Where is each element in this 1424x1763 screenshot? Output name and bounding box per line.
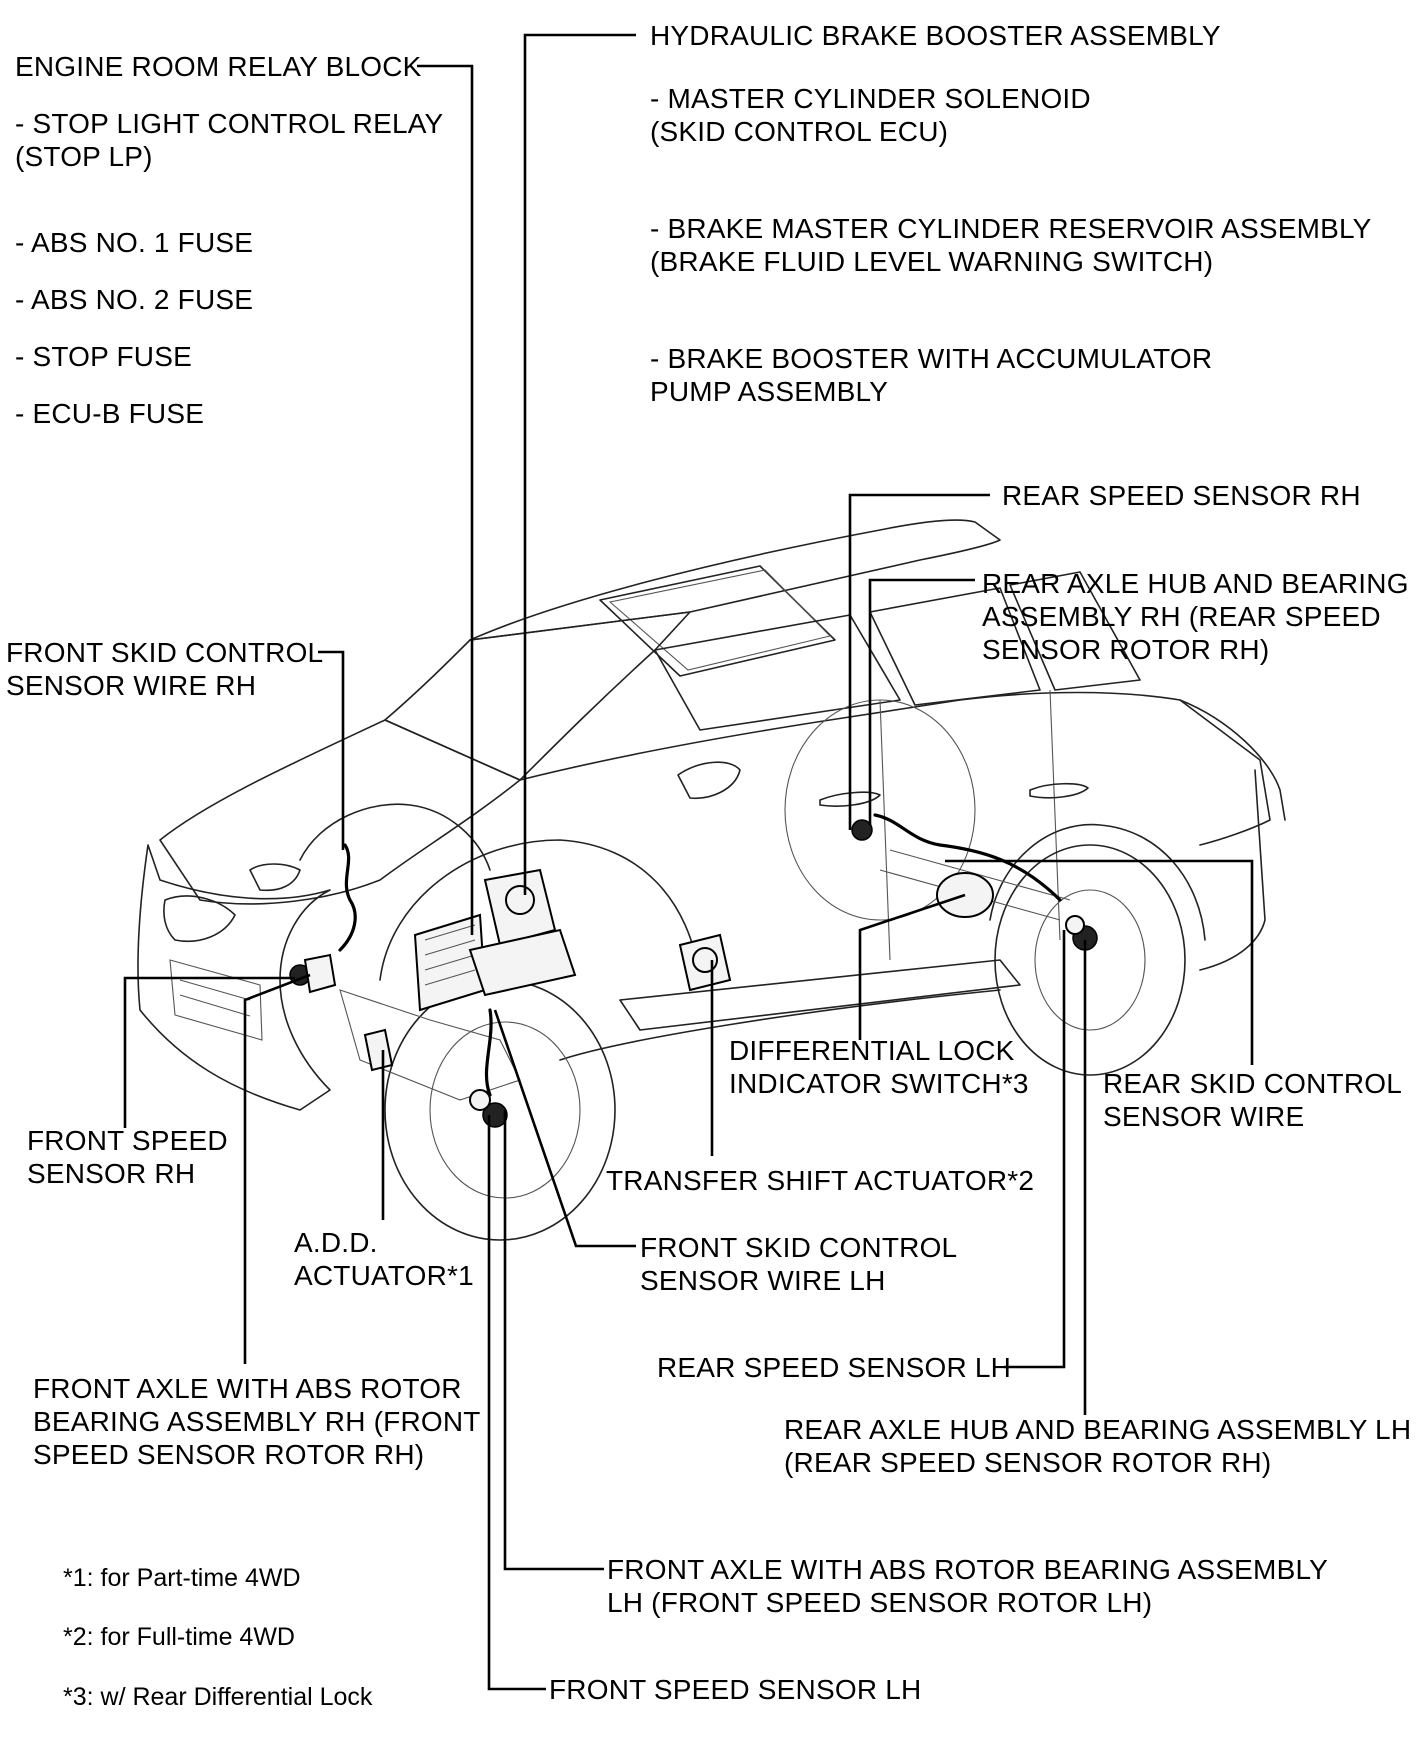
label-front-skid-wire-rh: FRONT SKID CONTROL SENSOR WIRE RH xyxy=(6,637,324,701)
label-front-axle-lh: FRONT AXLE WITH ABS ROTOR BEARING ASSEMB… xyxy=(607,1554,1329,1618)
label-master-cylinder-solenoid: - MASTER CYLINDER SOLENOID (SKID CONTROL… xyxy=(650,83,1091,147)
label-rear-axle-hub-rh: REAR AXLE HUB AND BEARING ASSEMBLY RH (R… xyxy=(982,568,1409,665)
label-rear-speed-sensor-rh: REAR SPEED SENSOR RH xyxy=(1002,480,1361,511)
footnote-2: *2: for Full-time 4WD xyxy=(63,1623,295,1651)
footnote-3: *3: w/ Rear Differential Lock xyxy=(63,1683,373,1711)
label-abs-no1-fuse: - ABS NO. 1 FUSE xyxy=(15,227,254,258)
label-rear-axle-hub-lh: REAR AXLE HUB AND BEARING ASSEMBLY LH (R… xyxy=(784,1414,1412,1478)
label-add-actuator: A.D.D. ACTUATOR*1 xyxy=(294,1227,474,1291)
label-stop-fuse: - STOP FUSE xyxy=(15,341,192,372)
label-brake-master-cylinder-reservoir: - BRAKE MASTER CYLINDER RESERVOIR ASSEMB… xyxy=(650,213,1372,277)
label-front-speed-sensor-rh: FRONT SPEED SENSOR RH xyxy=(27,1125,228,1189)
footnote-1: *1: for Part-time 4WD xyxy=(63,1564,301,1592)
label-abs-no2-fuse: - ABS NO. 2 FUSE xyxy=(15,284,254,315)
label-rear-speed-sensor-lh: REAR SPEED SENSOR LH xyxy=(657,1352,1012,1383)
label-front-skid-wire-lh: FRONT SKID CONTROL SENSOR WIRE LH xyxy=(640,1232,958,1296)
label-brake-booster-accumulator-pump: - BRAKE BOOSTER WITH ACCUMULATOR PUMP AS… xyxy=(650,343,1213,407)
label-front-speed-sensor-lh: FRONT SPEED SENSOR LH xyxy=(549,1674,922,1705)
label-transfer-shift-actuator: TRANSFER SHIFT ACTUATOR*2 xyxy=(606,1165,1035,1196)
label-engine-room-relay-block: ENGINE ROOM RELAY BLOCK xyxy=(15,51,422,82)
label-ecu-b-fuse: - ECU-B FUSE xyxy=(15,398,205,429)
brake-components xyxy=(289,813,1098,1128)
label-front-axle-rh: FRONT AXLE WITH ABS ROTOR BEARING ASSEMB… xyxy=(33,1373,481,1470)
leader-lines xyxy=(123,33,1254,1691)
vehicle-body xyxy=(137,519,1286,1241)
label-stop-light-control-relay: - STOP LIGHT CONTROL RELAY (STOP LP) xyxy=(15,108,444,172)
label-diff-lock-indicator-switch: DIFFERENTIAL LOCK INDICATOR SWITCH*3 xyxy=(729,1035,1029,1099)
label-hydraulic-brake-booster: HYDRAULIC BRAKE BOOSTER ASSEMBLY xyxy=(650,20,1221,51)
label-rear-skid-control-wire: REAR SKID CONTROL SENSOR WIRE xyxy=(1103,1068,1402,1132)
